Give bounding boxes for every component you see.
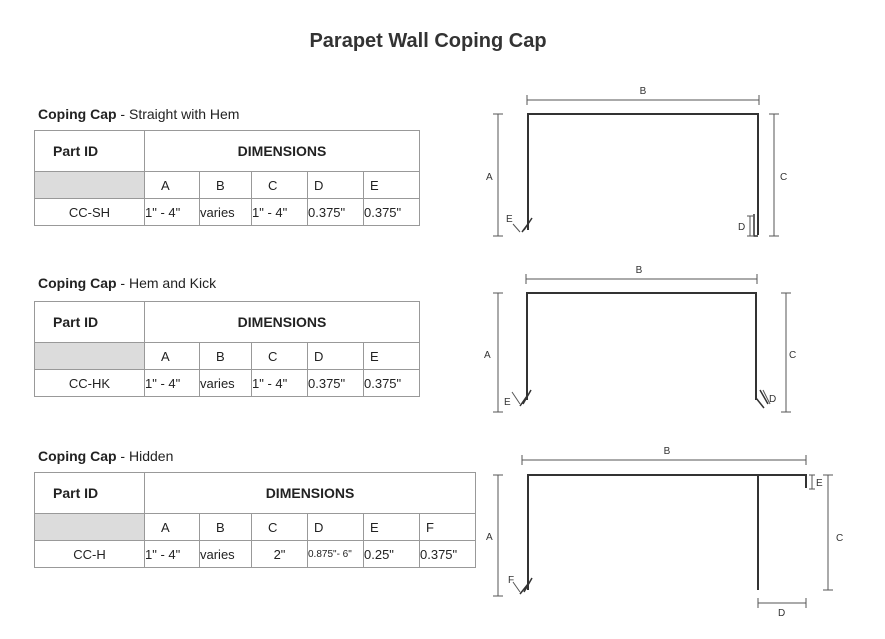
dimension-value-a: 1" - 4" — [144, 540, 200, 568]
page-title: Parapet Wall Coping Cap — [309, 30, 547, 52]
dimension-letter-b: B — [199, 513, 252, 541]
dimension-letter-e: E — [363, 342, 420, 370]
section-variant: - Hidden — [116, 448, 174, 464]
label-e: E — [506, 214, 513, 225]
dimensions-header: DIMENSIONS — [144, 301, 420, 343]
hem-left — [519, 389, 532, 407]
section-variant: - Hem and Kick — [116, 275, 217, 291]
label-e: E — [504, 397, 511, 408]
dimension-value-f: 0.375" — [418, 540, 477, 568]
part-id-cell: CC-HK — [34, 369, 145, 397]
dimension-letter-e: E — [363, 513, 420, 541]
dimension-value-c: 1" - 4" — [251, 198, 308, 226]
part-id-header: Part ID — [34, 130, 145, 172]
hem-right — [753, 214, 758, 237]
label-a: A — [486, 172, 493, 183]
section-name: Coping Cap — [38, 106, 117, 122]
dimension-letter-b: B — [199, 171, 252, 199]
dimension-value-d: 0.875"- 6" — [307, 540, 364, 568]
dimension-letter-c: C — [251, 171, 308, 199]
dimension-value-d: 0.375" — [307, 198, 364, 226]
dimension-value-d: 0.375" — [307, 369, 364, 397]
dimensions-table-hem-kick: Part ID DIMENSIONS A B C D E CC-HK 1" - … — [34, 301, 420, 397]
dimension-letter-c: C — [251, 513, 308, 541]
label-c: C — [780, 172, 787, 183]
dimension-letter-f: F — [418, 513, 477, 541]
label-b: B — [640, 86, 647, 97]
label-d: D — [778, 608, 785, 619]
dimension-value-c: 2" — [251, 540, 308, 568]
dimension-letter-d: D — [307, 513, 364, 541]
label-b: B — [664, 446, 671, 457]
dimension-value-c: 1" - 4" — [251, 369, 308, 397]
label-c: C — [836, 533, 843, 544]
dimension-letter-e: E — [363, 171, 420, 199]
section-heading-hidden: Coping Cap - Hidden — [38, 448, 173, 464]
profile-hidden — [527, 474, 807, 590]
label-a: A — [486, 532, 493, 543]
dimensions-header: DIMENSIONS — [144, 130, 420, 172]
section-heading-hem-kick: Coping Cap - Hem and Kick — [38, 275, 216, 291]
drawing-hidden — [493, 455, 833, 608]
label-e: E — [816, 478, 823, 489]
part-id-header: Part ID — [34, 472, 145, 514]
dimension-value-e: 0.375" — [363, 369, 420, 397]
part-id-cell: CC-SH — [34, 198, 145, 226]
label-d: D — [769, 394, 776, 405]
label-d: D — [738, 222, 745, 233]
dimension-letter-c: C — [251, 342, 308, 370]
dimension-value-a: 1" - 4" — [144, 198, 200, 226]
dimension-letter-a: A — [144, 171, 200, 199]
dimensions-table-hidden: Part ID DIMENSIONS A B C D E F CC-H 1" -… — [34, 472, 477, 568]
blank-cell — [34, 171, 145, 199]
hem-left — [519, 577, 533, 595]
dimensions-header: DIMENSIONS — [143, 472, 477, 514]
label-c: C — [789, 350, 796, 361]
profile-straight-hem — [527, 113, 759, 235]
drawing-straight-hem — [493, 95, 779, 237]
dimensions-table-straight-hem: Part ID DIMENSIONS A B C D E CC-SH 1" - … — [34, 130, 420, 226]
label-a: A — [484, 350, 491, 361]
label-b: B — [636, 265, 643, 276]
dimension-letter-a: A — [144, 342, 200, 370]
profile-hem-kick — [526, 292, 757, 400]
dimension-value-e: 0.25" — [363, 540, 420, 568]
section-name: Coping Cap — [38, 275, 117, 291]
blank-cell — [34, 513, 145, 541]
kick-right — [755, 389, 769, 409]
section-heading-straight-hem: Coping Cap - Straight with Hem — [38, 106, 239, 122]
dimension-value-e: 0.375" — [363, 198, 420, 226]
section-name: Coping Cap — [38, 448, 117, 464]
label-f: F — [508, 575, 514, 586]
hem-left — [521, 217, 533, 233]
dimension-value-a: 1" - 4" — [144, 369, 200, 397]
drawing-hem-kick — [493, 274, 791, 413]
section-variant: - Straight with Hem — [116, 106, 240, 122]
dimension-value-b: varies — [199, 540, 252, 568]
dimension-letter-a: A — [144, 513, 200, 541]
